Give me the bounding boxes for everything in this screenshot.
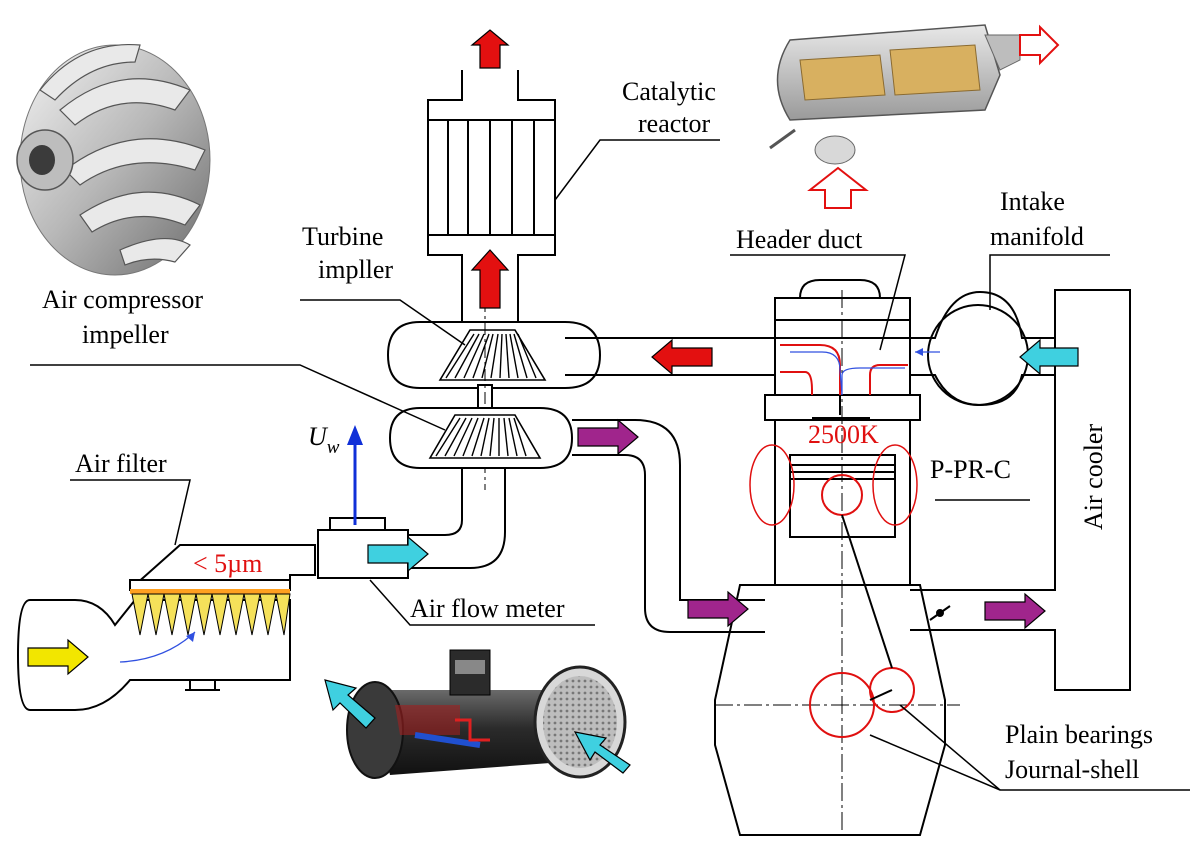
- filter-element: [130, 589, 291, 636]
- inlet-air-arrow-icon: [27, 638, 89, 676]
- charge-air-duct: [572, 289, 1131, 691]
- bearing-leader-line-2: [899, 704, 1001, 791]
- catalytic-leader-line: [554, 139, 720, 201]
- plain-bearings-label: Plain bearings: [1005, 720, 1153, 749]
- turbine-label-line2: impller: [318, 255, 393, 284]
- air-flow-meter-label: Air flow meter: [410, 594, 565, 623]
- header-duct-leader-line: [730, 254, 906, 351]
- turbine-leader-line: [300, 299, 466, 346]
- velocity-arrow-icon: [347, 425, 363, 525]
- intake-leader-line: [989, 254, 1110, 310]
- uw-label-subscript: w: [327, 437, 340, 458]
- particle-size-label: < 5µm: [193, 549, 262, 578]
- catalytic-converter-image: [769, 24, 1021, 165]
- charge-air-arrow-3-icon: [984, 592, 1046, 630]
- turbine-label-line1: Turbine: [302, 222, 383, 251]
- catalytic-reactor: [427, 70, 556, 322]
- temperature-label: 2500K: [808, 420, 879, 449]
- catalytic-label-line1: Catalytic: [622, 77, 716, 106]
- catalytic-inlet-arrow-icon: [807, 166, 869, 209]
- header-duct-flow-lines: [780, 344, 908, 396]
- charge-air-arrow-1-icon: [577, 418, 639, 456]
- exhaust-mid-arrow-icon: [470, 249, 510, 309]
- uw-label-main: U: [308, 422, 329, 451]
- intake-label-line2: manifold: [990, 222, 1084, 251]
- meter-outlet-arrow-icon: [367, 535, 429, 573]
- compressor-leader-line: [30, 364, 446, 431]
- journal-shell-label: Journal-shell: [1005, 755, 1139, 784]
- air-filter-leader-line: [70, 479, 191, 546]
- catalytic-outlet-arrow-icon: [1019, 24, 1060, 66]
- air-filter-housing: [16, 544, 316, 711]
- piston-ring-contact-highlights: [749, 444, 918, 526]
- air-cooler-label: Air cooler: [1079, 424, 1108, 530]
- compressor-label-line1: Air compressor: [42, 285, 203, 314]
- meter-image-inlet-arrow-icon: [573, 731, 631, 774]
- compressor-impeller: [428, 414, 542, 459]
- air-flow-meter-image: [346, 649, 627, 779]
- charge-air-arrow-2-icon: [687, 590, 749, 628]
- compressor-impeller-image: [16, 43, 211, 276]
- throttle-valve-icon: [929, 605, 951, 621]
- engine-block: [714, 279, 960, 836]
- uw-label: Uw: [308, 422, 340, 458]
- exhaust-top-arrow-icon: [470, 29, 510, 69]
- exhaust-to-turbine-arrow-icon: [651, 338, 713, 376]
- air-flow-meter-leader-line: [369, 579, 595, 626]
- header-duct-flow-indicator: [915, 348, 940, 356]
- compressor-label-line2: impeller: [82, 320, 169, 349]
- compressor-inlet-duct: [355, 468, 506, 569]
- pprc-label: P-PR-C: [930, 455, 1011, 484]
- cooled-air-arrow-icon: [1019, 338, 1079, 376]
- header-duct-label: Header duct: [736, 225, 863, 254]
- intake-label-line1: Intake: [1000, 187, 1065, 216]
- catalytic-label-line2: reactor: [638, 109, 711, 138]
- meter-image-outlet-arrow-icon: [324, 679, 376, 729]
- air-filter-label: Air filter: [75, 449, 167, 478]
- filter-flow-curve: [119, 631, 196, 663]
- turbine-impeller: [438, 329, 547, 381]
